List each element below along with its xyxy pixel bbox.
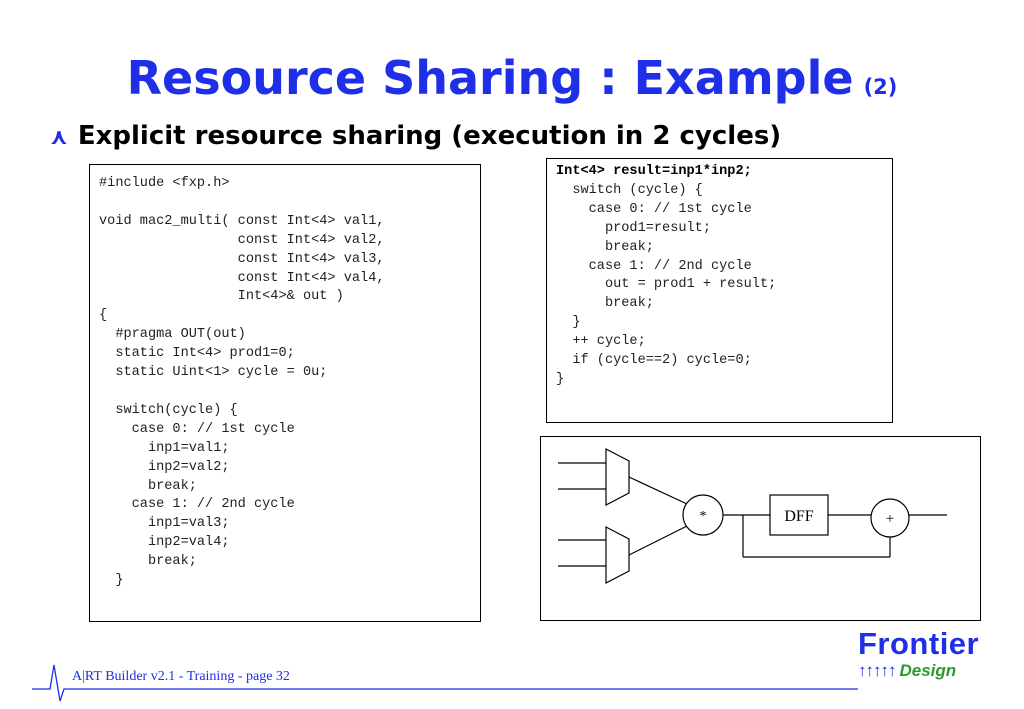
logo-design: Design (899, 661, 957, 680)
title-suffix: (2) (863, 75, 898, 99)
dff-label: DFF (784, 508, 813, 525)
logo-arrows-icon: ↑↑↑↑↑ (858, 661, 896, 680)
bullet-arrow-icon: ⋏ (50, 125, 68, 150)
multiplier-label: * (700, 509, 707, 524)
bullet-point: ⋏ Explicit resource sharing (execution in… (50, 118, 781, 156)
mux-bottom-shape (605, 526, 630, 584)
frontier-design-logo: Frontier ↑↑↑↑↑Design (858, 628, 988, 683)
logo-name: Frontier (858, 626, 980, 661)
title-text: Resource Sharing : Example (126, 51, 854, 105)
datapath-diagram: * DFF + (540, 436, 981, 621)
adder-label: + (886, 511, 894, 527)
code-rest: switch (cycle) { case 0: // 1st cycle pr… (556, 182, 777, 387)
bullet-text: Explicit resource sharing (execution in … (77, 121, 782, 151)
code-listing-right: Int<4> result=inp1*inp2; switch (cycle) … (556, 163, 776, 390)
dff-rect (769, 494, 829, 536)
footer-text: A|RT Builder v2.1 - Training - page 32 (72, 669, 290, 684)
footer-pulse-line (32, 664, 858, 702)
mux-top-shape (605, 448, 630, 506)
diagram-svg: * DFF + (558, 448, 947, 584)
code-listing-left: #include <fxp.h> void mac2_multi( const … (99, 176, 385, 589)
code-box-left: #include <fxp.h> void mac2_multi( const … (89, 164, 481, 622)
slide-title: Resource Sharing : Example (2) (0, 48, 1024, 117)
code-first-line: Int<4> result=inp1*inp2; (556, 164, 752, 179)
code-box-right: Int<4> result=inp1*inp2; switch (cycle) … (546, 158, 893, 423)
logo-subline: ↑↑↑↑↑Design (858, 660, 988, 683)
